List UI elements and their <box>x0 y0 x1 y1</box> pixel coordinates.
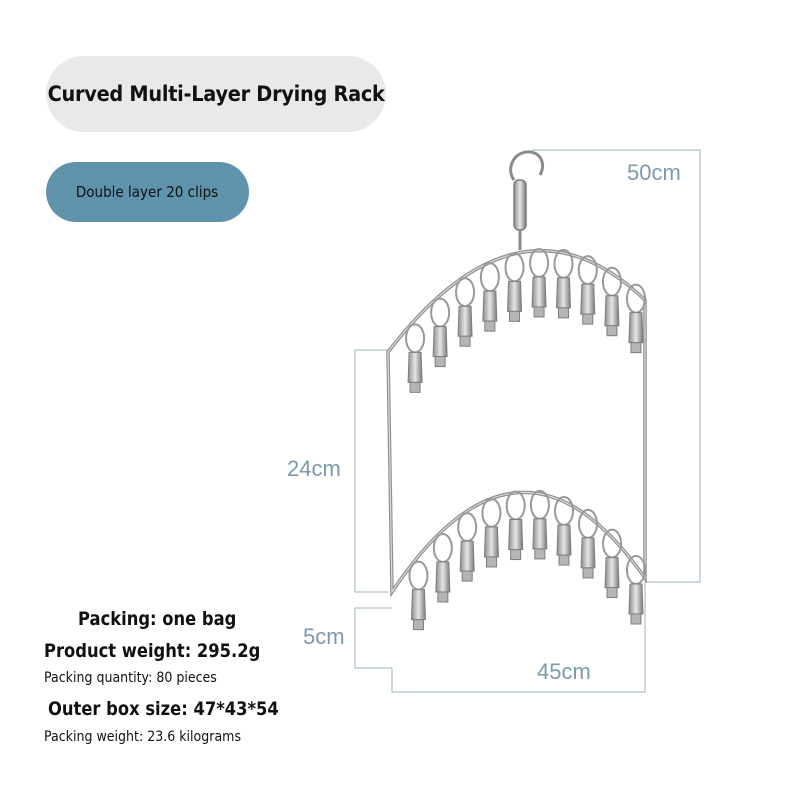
clip-icon <box>577 255 598 325</box>
product-title: Curved Multi-Layer Drying Rack <box>47 82 385 106</box>
clip-icon <box>625 283 646 354</box>
clip-icon <box>578 508 599 579</box>
clip-icon <box>457 512 478 582</box>
clip-icon <box>455 277 476 347</box>
clip-icon <box>408 560 429 631</box>
clip-icon <box>430 297 451 368</box>
dim-line-5cm <box>354 607 392 669</box>
clip-icon <box>505 490 526 561</box>
dim-line-50cm <box>532 149 701 583</box>
dimension-24cm: 24cm <box>287 456 341 481</box>
clip-icon <box>553 496 574 566</box>
dim-line-24cm <box>354 349 388 593</box>
dimension-45cm: 45cm <box>537 659 591 684</box>
dimension-50cm: 50cm <box>627 160 681 185</box>
spec-packing-quantity: Packing quantity: 80 pieces <box>44 670 217 686</box>
variant-badge[interactable]: Double layer 20 clips <box>46 162 249 222</box>
clip-icon <box>529 489 550 560</box>
clip-icon <box>481 497 502 568</box>
spec-outer-box-size: Outer box size: 47*43*54 <box>48 698 279 720</box>
variant-label: Double layer 20 clips <box>76 183 219 201</box>
clips-upper-layer <box>405 247 646 393</box>
clip-icon <box>625 554 646 625</box>
title-pill: Curved Multi-Layer Drying Rack <box>46 56 386 132</box>
spec-packing: Packing: one bag <box>78 608 237 630</box>
clip-icon <box>529 247 550 318</box>
clip-icon <box>602 528 623 599</box>
spec-product-weight: Product weight: 295.2g <box>44 640 261 662</box>
hook-icon <box>509 150 545 250</box>
clip-icon <box>601 266 622 337</box>
dim-line-45cm <box>391 582 646 693</box>
clips-lower-layer <box>408 489 646 631</box>
clip-icon <box>432 532 453 603</box>
dimension-5cm: 5cm <box>303 624 345 649</box>
dimension-lines <box>354 149 701 693</box>
clip-icon <box>553 248 574 319</box>
clip-icon <box>479 262 500 332</box>
clip-icon <box>504 252 525 322</box>
clip-icon <box>405 323 426 393</box>
spec-packing-weight: Packing weight: 23.6 kilograms <box>44 729 242 745</box>
